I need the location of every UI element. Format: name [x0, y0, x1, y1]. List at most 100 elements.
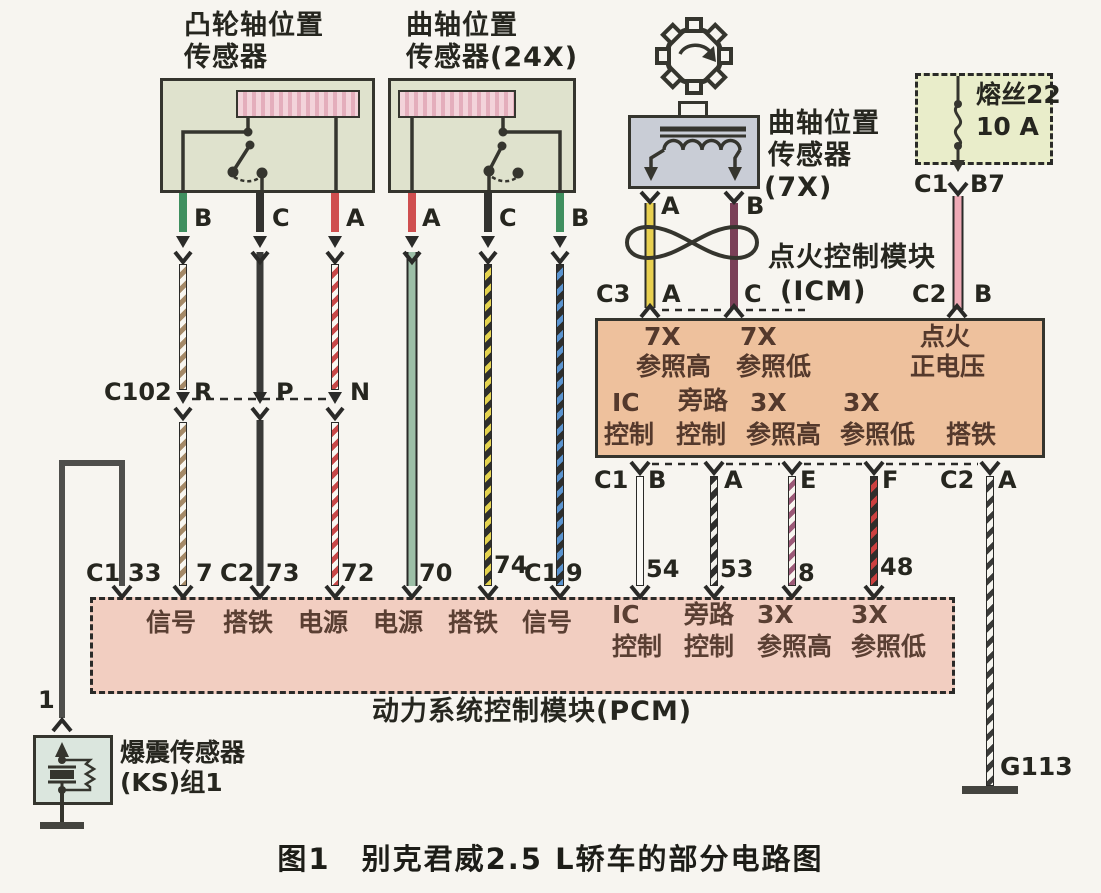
fuse-pin: B7: [970, 170, 1005, 198]
pcm-pin-48: 48: [880, 553, 914, 581]
pcm-pin-70: 70: [419, 559, 453, 587]
fuse-name: 熔丝22: [976, 80, 1061, 109]
ckp-24x-switch-icon: [410, 118, 562, 193]
g113-ground-icon: [962, 786, 1018, 794]
ckp24x-title-line1: 曲轴位置: [406, 10, 518, 41]
cam-pin-b: B: [194, 204, 213, 232]
pcm-fn-ic-1: IC: [612, 600, 640, 629]
sensor-pin-stubs: [179, 193, 564, 232]
icm-fn-7x-high-2: 参照高: [636, 352, 712, 381]
twisted-pair-icon: [625, 224, 759, 261]
fuse-conn: C1: [914, 170, 949, 198]
fuse-icon: [951, 76, 965, 172]
icm-bot-conn-c1: C1: [594, 466, 629, 494]
cam-sensor-switch-icon: [181, 118, 338, 193]
pcm-pin-8: 8: [798, 559, 815, 587]
ckp7x-pin-b: B: [746, 192, 765, 220]
cam-sensor-title-line1: 凸轮轴位置: [184, 10, 324, 41]
icm-fn-ic-1: IC: [612, 388, 640, 417]
pcm-pin-74: 74: [494, 551, 528, 579]
icm-top-pin-b: B: [974, 280, 993, 308]
icm-top-pin-c: C: [744, 280, 762, 308]
ckp24x-pin-a: A: [422, 204, 441, 232]
wire-24x-b: [556, 264, 564, 586]
pcm-fn-bypass-1: 旁路: [684, 600, 735, 629]
pcm-fn-power-2: 电源: [373, 608, 424, 637]
wire-cam-a-upper: [331, 264, 339, 390]
pcm-pin-72: 72: [341, 559, 375, 587]
pcm-fn-power-1: 电源: [298, 608, 349, 637]
icm-top-conn-c2: C2: [912, 280, 947, 308]
icm-bot-pin-a2: A: [998, 466, 1017, 494]
c102-pin-r: R: [194, 378, 213, 406]
g113-label: G113: [1000, 752, 1073, 781]
cam-pin-a: A: [346, 204, 365, 232]
icm-bot-pin-b: B: [648, 466, 667, 494]
ckp7x-pin-a: A: [661, 192, 680, 220]
icm-bot-conn-c2: C2: [940, 466, 975, 494]
c102-pin-p: P: [276, 378, 294, 406]
pcm-pin-33: 33: [128, 559, 162, 587]
pcm-fn-bypass-2: 控制: [684, 632, 735, 661]
gear-icon: [655, 17, 733, 95]
pcm-fn-ground-2: 搭铁: [448, 608, 499, 637]
wire-cam-a-lower: [331, 422, 339, 586]
icm-fn-7x-low-2: 参照低: [736, 352, 812, 381]
icm-top-pin-a: A: [662, 280, 681, 308]
figure-caption: 图1 别克君威2.5 L轿车的部分电路图: [277, 842, 824, 876]
cam-pin-c: C: [272, 204, 290, 232]
pcm-fn-signal-2: 信号: [522, 608, 573, 637]
wire-cam-b-upper: [179, 264, 187, 390]
ckp-24x-pickup-element: [398, 90, 516, 118]
connector-arrows: [176, 236, 567, 404]
icm-fn-ign-1: 点火: [920, 322, 971, 351]
icm-fn-ign-2: 正电压: [910, 352, 986, 381]
icm-box: [595, 318, 1045, 458]
pcm-fn-3x-high-2: 参照高: [757, 632, 833, 661]
icm-title-line2: (ICM): [780, 276, 867, 307]
icm-fn-3x-low-1: 3X: [843, 388, 880, 417]
wire-cam-b-lower: [179, 422, 187, 586]
pcm-fn-3x-high-1: 3X: [757, 600, 794, 629]
wire-icm-ground: [986, 476, 994, 786]
c102-pin-n: N: [350, 378, 371, 406]
icm-bot-pin-a: A: [724, 466, 743, 494]
pcm-fn-ic-2: 控制: [612, 632, 663, 661]
knock-label-line2: (KS)组1: [120, 768, 223, 797]
cam-sensor-pickup-element: [236, 90, 360, 118]
icm-pin-dashes: [652, 308, 978, 466]
connector-chevrons: [51, 181, 1001, 733]
fuse-rating: 10 A: [976, 112, 1039, 141]
pcm-fn-3x-low-2: 参照低: [851, 632, 927, 661]
knock-label-line1: 爆震传感器: [120, 738, 246, 767]
wire-bypass: [710, 476, 718, 586]
icm-bot-pin-f: F: [882, 466, 899, 494]
wire-ic-control: [636, 476, 644, 586]
icm-top-conn-c3: C3: [596, 280, 631, 308]
fuse-22-box: [915, 73, 1053, 165]
pcm-pin-9: 9: [566, 559, 583, 587]
pcm-box: [90, 597, 955, 694]
pcm-pin-73: 73: [266, 559, 300, 587]
wire-3x-ref-high: [788, 476, 796, 586]
ckp-7x-mounting-tab: [678, 101, 708, 118]
icm-bot-pin-e: E: [800, 466, 817, 494]
pcm-conn-c2: C2: [220, 559, 255, 587]
cam-sensor-title-line2: 传感器: [184, 42, 268, 73]
ckp7x-label-line3: (7X): [764, 172, 833, 203]
icm-fn-3x-high-1: 3X: [750, 388, 787, 417]
icm-fn-ic-2: 控制: [604, 420, 655, 449]
c102-label: C102: [104, 378, 172, 406]
knock-signal-wire: [59, 460, 125, 718]
icm-fn-3x-high-2: 参照高: [746, 420, 822, 449]
pcm-fn-ground-1: 搭铁: [223, 608, 274, 637]
icm-fn-3x-low-2: 参照低: [840, 420, 916, 449]
wire-3x-ref-low: [870, 476, 878, 586]
ckp24x-pin-c: C: [499, 204, 517, 232]
pcm-caption: 动力系统控制模块(PCM): [372, 696, 693, 727]
icm-fn-7x-low-1: 7X: [740, 322, 777, 351]
icm-fn-bypass-2: 控制: [676, 420, 727, 449]
icm-title-line1: 点火控制模块: [768, 242, 936, 273]
